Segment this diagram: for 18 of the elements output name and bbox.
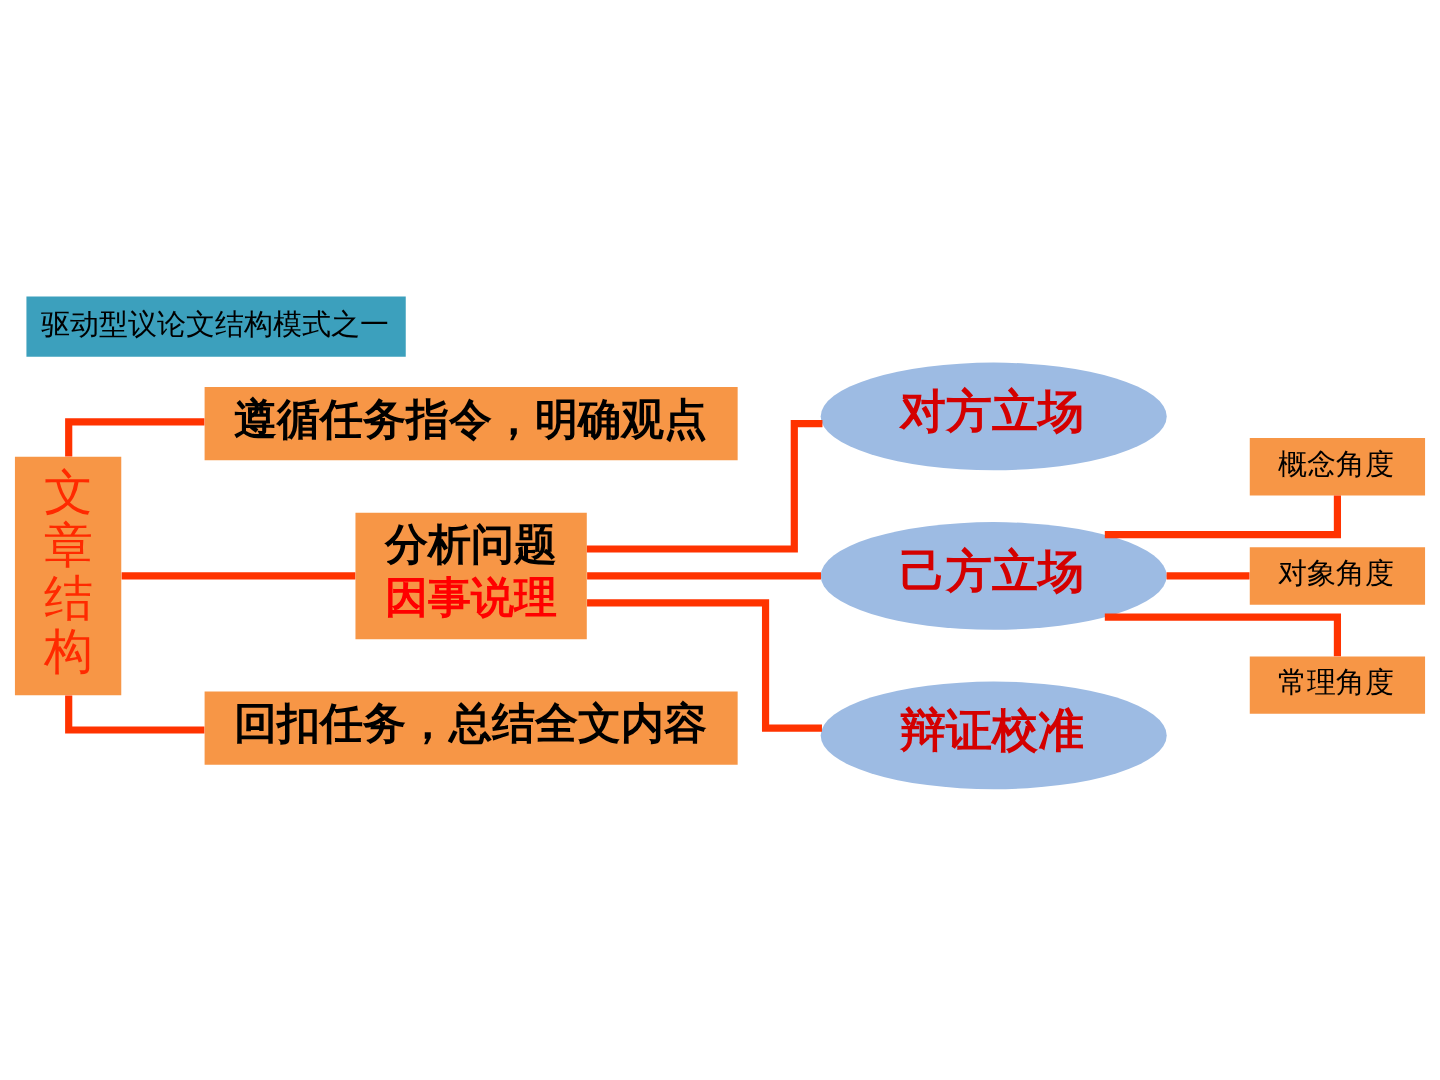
node-box: 常理角度 <box>1249 656 1426 714</box>
node-box: 文章结构 <box>14 456 122 696</box>
node-ellipse: 己方立场 <box>820 522 1167 630</box>
node-ellipse: 辩证校准 <box>820 681 1167 790</box>
connector <box>586 420 823 553</box>
connector <box>1166 572 1250 580</box>
connector <box>587 599 822 732</box>
connector <box>121 572 356 580</box>
node-box: 概念角度 <box>1249 438 1426 496</box>
diagram-title: 驱动型议论文结构模式之一 <box>40 306 389 341</box>
connector <box>1104 495 1341 539</box>
node-box: 遵循任务指令，明确观点 <box>204 386 738 461</box>
connector <box>1104 613 1341 657</box>
node-box: 分析问题 因事说理 <box>355 512 587 640</box>
connector <box>587 572 821 580</box>
node-ellipse: 对方立场 <box>820 362 1167 471</box>
node-box: 对象角度 <box>1249 547 1426 605</box>
node-box: 回扣任务，总结全文内容 <box>204 691 738 765</box>
